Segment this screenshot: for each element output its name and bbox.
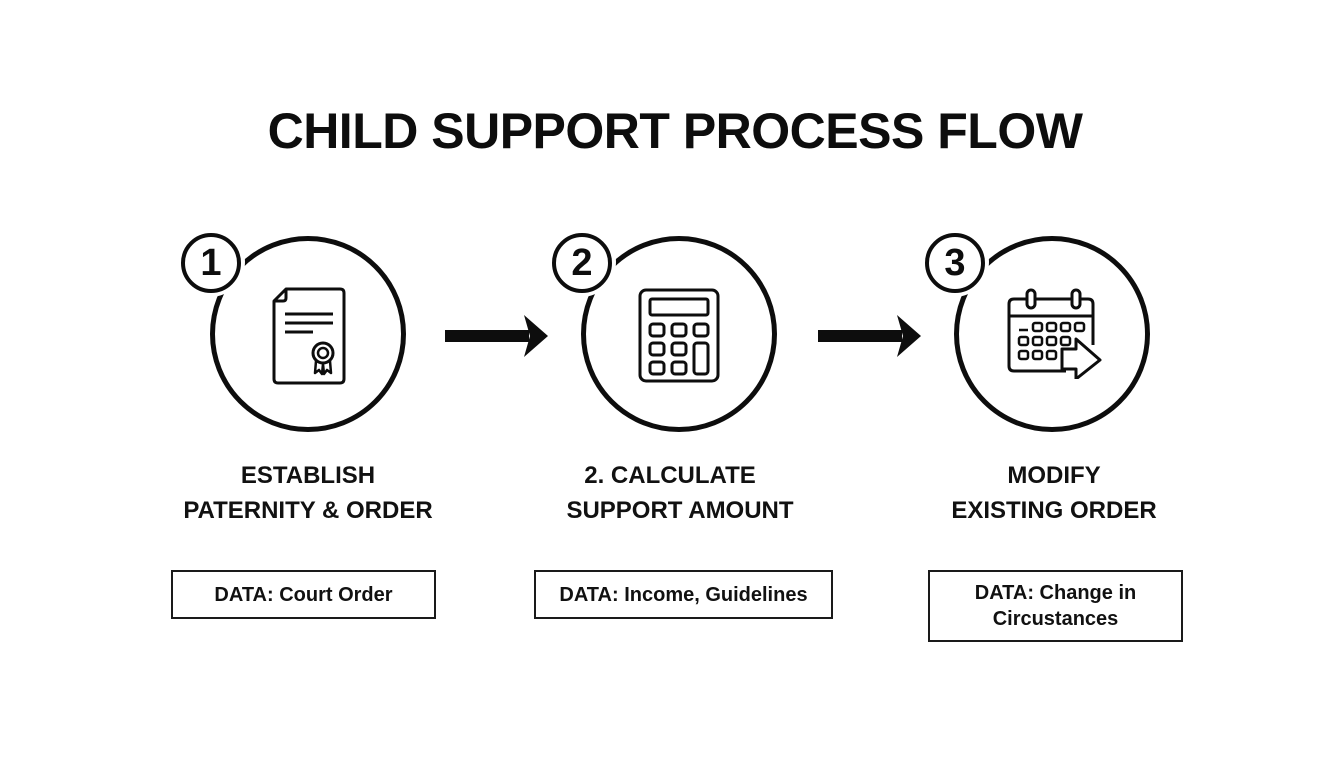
data-text: DATA: Court Order: [214, 583, 393, 606]
step-3-number-badge: 3: [925, 233, 985, 293]
step-2-number-badge: 2: [552, 233, 612, 293]
step-label-line: EXISTING ORDER: [951, 497, 1157, 524]
arrow-right-icon: [445, 315, 548, 357]
calculator-icon: [638, 288, 720, 383]
step-2-data-box: DATA: Income, Guidelines: [534, 570, 833, 619]
step-label-line: ESTABLISH: [240, 462, 376, 489]
step-number: 2: [571, 242, 593, 284]
step-number: 1: [200, 242, 222, 284]
step-1-number-badge: 1: [181, 233, 241, 293]
step-label-line: 2. CALCULATE: [584, 462, 756, 489]
data-text: DATA: Change in: [974, 582, 1137, 604]
data-text: Circustances: [992, 608, 1119, 630]
step-label-line: PATERNITY & ORDER: [183, 497, 433, 524]
certificate-document-icon: [272, 287, 346, 385]
step-3-label: MODIFY EXISTING ORDER: [904, 458, 1204, 528]
step-1-circle: [210, 236, 406, 432]
step-3-circle: [954, 236, 1150, 432]
step-number: 3: [944, 242, 966, 284]
step-label-line: MODIFY: [1007, 462, 1101, 489]
step-2-label: 2. CALCULATE SUPPORT AMOUNT: [530, 458, 830, 528]
step-label-line: SUPPORT AMOUNT: [566, 497, 794, 524]
step-1-data-box: DATA: Court Order: [171, 570, 436, 619]
data-text: DATA: Income, Guidelines: [559, 583, 808, 606]
page-title: CHILD SUPPORT PROCESS FLOW: [267, 103, 1083, 159]
step-1-label: ESTABLISH PATERNITY & ORDER: [158, 458, 458, 528]
calendar-arrow-icon: [1007, 288, 1102, 379]
step-3-data-box: DATA: Change in Circustances: [928, 570, 1183, 642]
step-2-circle: [581, 236, 777, 432]
arrow-right-icon: [818, 315, 921, 357]
